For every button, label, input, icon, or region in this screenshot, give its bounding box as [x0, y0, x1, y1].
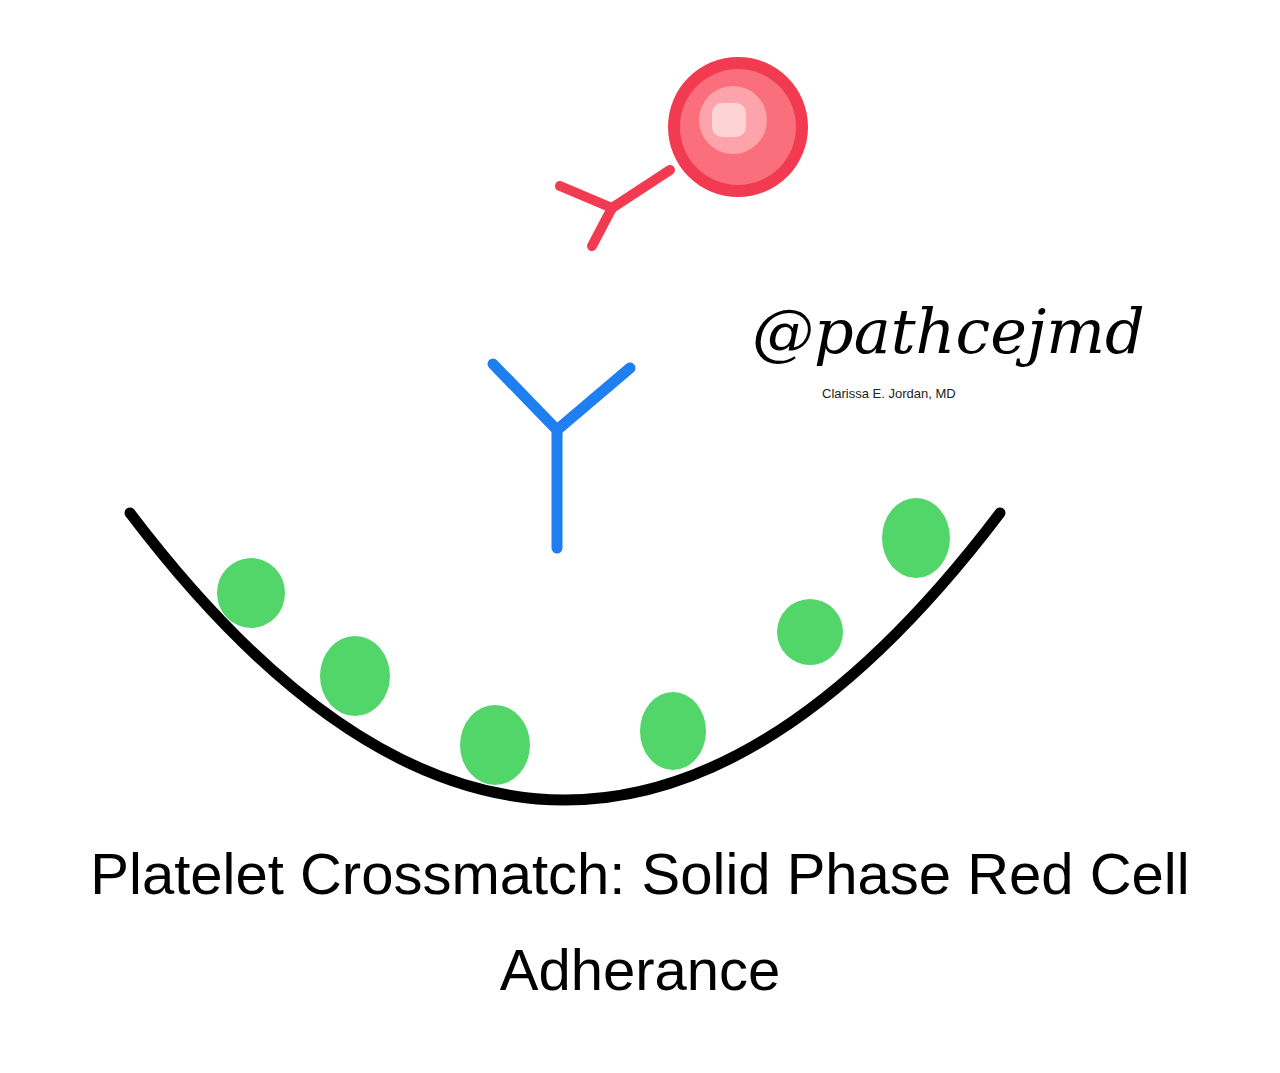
indicator-red-cell	[560, 57, 808, 246]
author-credit: Clarissa E. Jordan, MD	[822, 386, 956, 402]
diagram-title: Platelet Crossmatch: Solid Phase Red Cel…	[90, 826, 1190, 1018]
platelet-dots	[217, 498, 950, 785]
antibody	[493, 364, 630, 548]
watermark-handle: @pathcejmd	[752, 292, 1145, 372]
microplate-well	[130, 513, 1000, 800]
